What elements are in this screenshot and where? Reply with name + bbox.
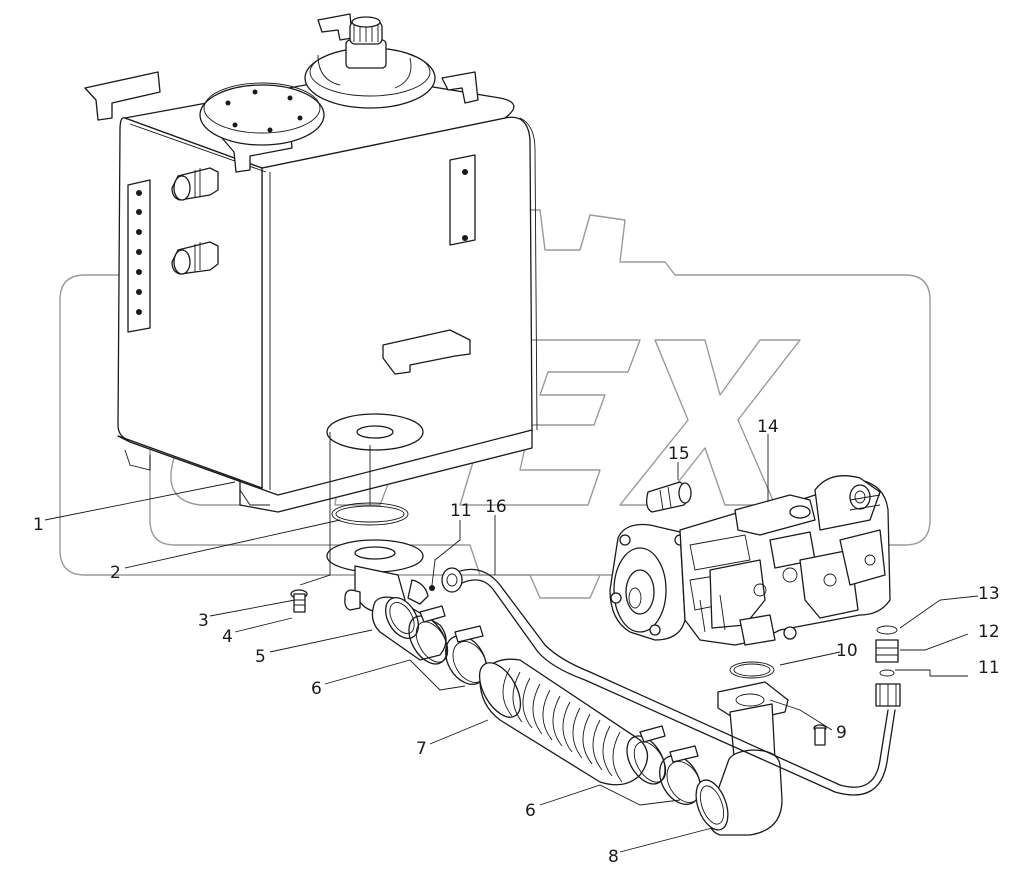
drain-hose (441, 567, 901, 796)
bolt-9 (813, 724, 827, 746)
callout-8: 8 (608, 847, 619, 867)
hydraulic-pump (609, 475, 891, 646)
callout-16: 16 (485, 497, 507, 517)
callout-5: 5 (255, 647, 266, 667)
o-ring (331, 502, 409, 526)
callout-14: 14 (757, 417, 779, 437)
callout-12: 12 (978, 622, 1000, 642)
fitting-12 (875, 639, 899, 663)
callout-1: 1 (33, 515, 44, 535)
fitting-15 (646, 481, 692, 513)
callout-7: 7 (416, 739, 427, 759)
hose-clamps-lower (626, 725, 702, 805)
callout-3: 3 (198, 611, 209, 631)
callout-13: 13 (978, 584, 1000, 604)
bolt-4 (290, 589, 308, 613)
corrugated-hose (478, 658, 649, 786)
callout-11-left: 11 (450, 501, 472, 521)
callout-labels: 1 2 3 4 5 6 7 6 8 9 10 11 12 13 14 15 16… (33, 417, 1000, 867)
hose-clamps-upper (408, 605, 488, 685)
callout-4: 4 (222, 627, 233, 647)
callout-15: 15 (668, 444, 690, 464)
callout-6-upper: 6 (311, 679, 322, 699)
o-ring-10 (729, 661, 775, 679)
callout-11-right: 11 (978, 658, 1000, 678)
hydraulic-tank (84, 13, 538, 513)
gasket-plate (326, 413, 424, 451)
callout-9: 9 (836, 723, 847, 743)
callout-10: 10 (836, 641, 858, 661)
washer-13 (876, 625, 898, 635)
washer-11-right (879, 669, 895, 677)
leader-lines (44, 432, 979, 853)
callout-2: 2 (110, 563, 121, 583)
callout-6-lower: 6 (525, 801, 536, 821)
pump-suction-elbow (695, 681, 789, 836)
